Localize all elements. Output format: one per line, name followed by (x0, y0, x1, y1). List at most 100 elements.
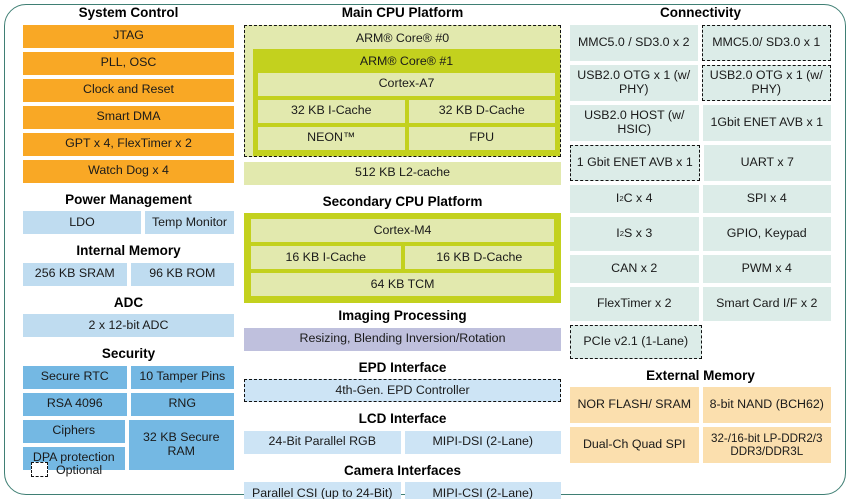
dashed-square-icon (31, 462, 48, 477)
imaging-row: Resizing, Blending Inversion/Rotation (244, 327, 561, 351)
block-usb-otg-optional[interactable]: USB2.0 OTG x 1 (w/ PHY) (701, 64, 831, 101)
block-imaging-processing[interactable]: Resizing, Blending Inversion/Rotation (244, 327, 561, 351)
connectivity-title: Connectivity (659, 5, 741, 20)
arm-core-0-container[interactable]: ARM® Core® #0 ARM® Core® #1 Cortex-A7 32… (244, 24, 561, 157)
block-dpa-protection[interactable]: DPA protection (23, 446, 125, 470)
block-m4-dcache[interactable]: 16 KB D-Cache (404, 246, 554, 269)
security-row-2: RSA 4096 RNG (23, 392, 234, 416)
block-mmc-sd-x1-optional[interactable]: MMC5.0/ SD3.0 x 1 (701, 24, 831, 61)
security-title: Security (101, 346, 156, 361)
block-smart-card[interactable]: Smart Card I/F x 2 (702, 286, 831, 321)
block-adc[interactable]: 2 x 12-bit ADC (23, 314, 234, 337)
cortex-m4-row: Cortex-M4 (251, 219, 554, 242)
connectivity-spacer (706, 325, 832, 359)
system-control-row-dma: Smart DMA (23, 105, 234, 129)
connectivity-row-mmc: MMC5.0 / SD3.0 x 2 MMC5.0/ SD3.0 x 1 (570, 24, 831, 61)
internal-memory-row: 256 KB SRAM 96 KB ROM (23, 262, 234, 286)
block-mipi-csi[interactable]: MIPI-CSI (2-Lane) (404, 482, 561, 499)
block-parallel-rgb[interactable]: 24-Bit Parallel RGB (244, 430, 401, 454)
system-control-row-wdog: Watch Dog x 4 (23, 159, 234, 183)
block-spi[interactable]: SPI x 4 (702, 184, 831, 213)
block-fpu[interactable]: FPU (408, 126, 555, 150)
block-a7-icache[interactable]: 32 KB I-Cache (258, 99, 405, 123)
block-nand[interactable]: 8-bit NAND (BCH62) (702, 387, 831, 423)
block-l2-cache[interactable]: 512 KB L2-cache (244, 161, 561, 185)
security-row-1: Secure RTC 10 Tamper Pins (23, 365, 234, 389)
block-gpt-flextimer[interactable]: GPT x 4, FlexTimer x 2 (23, 132, 234, 156)
block-pwm[interactable]: PWM x 4 (702, 254, 831, 283)
tcm-row: 64 KB TCM (251, 273, 554, 296)
block-rom[interactable]: 96 KB ROM (130, 262, 234, 286)
block-jtag[interactable]: JTAG (23, 24, 234, 48)
block-secure-ram[interactable]: 32 KB Secure RAM (128, 419, 234, 470)
block-tcm[interactable]: 64 KB TCM (251, 273, 554, 296)
block-can[interactable]: CAN x 2 (570, 254, 699, 283)
power-management-title: Power Management (65, 191, 192, 207)
block-enet-avb-optional[interactable]: 1 Gbit ENET AVB x 1 (570, 144, 700, 181)
camera-row: Parallel CSI (up to 24-Bit) MIPI-CSI (2-… (244, 482, 561, 499)
block-clock-and-reset[interactable]: Clock and Reset (23, 78, 234, 102)
l2-cache-row: 512 KB L2-cache (244, 161, 561, 185)
block-pcie-optional[interactable]: PCIe v2.1 (1-Lane) (570, 324, 702, 359)
block-cortex-m4[interactable]: Cortex-M4 (251, 219, 554, 242)
power-management-row: LDO Temp Monitor (23, 211, 234, 234)
block-epd-controller[interactable]: 4th-Gen. EPD Controller (244, 379, 561, 402)
block-rsa-4096[interactable]: RSA 4096 (23, 392, 127, 416)
arm-core-1-label: ARM® Core® #1 (359, 53, 454, 68)
block-temp-monitor[interactable]: Temp Monitor (145, 211, 234, 234)
security-left-stack: Ciphers DPA protection (23, 419, 125, 470)
main-cpu-title: Main CPU Platform (341, 5, 464, 20)
system-control-row-pll: PLL, OSC (23, 51, 234, 75)
block-neon[interactable]: NEON™ (258, 126, 405, 150)
lcd-title: LCD Interface (358, 411, 447, 426)
arm-core-1-container[interactable]: ARM® Core® #1 Cortex-A7 32 KB I-Cache 32… (253, 48, 560, 156)
legend: Optional (31, 462, 102, 477)
block-mmc-sd-x2[interactable]: MMC5.0 / SD3.0 x 2 (570, 24, 698, 61)
block-mipi-dsi[interactable]: MIPI-DSI (2-Lane) (404, 430, 561, 454)
block-rng[interactable]: RNG (130, 392, 234, 416)
block-ciphers[interactable]: Ciphers (23, 419, 125, 443)
block-flextimer[interactable]: FlexTimer x 2 (570, 286, 699, 321)
right-column: Connectivity MMC5.0 / SD3.0 x 2 MMC5.0/ … (570, 0, 831, 467)
block-pll-osc[interactable]: PLL, OSC (23, 51, 234, 75)
block-gpio-keypad[interactable]: GPIO, Keypad (702, 216, 831, 251)
block-nor-flash-sram[interactable]: NOR FLASH/ SRAM (570, 387, 699, 423)
block-ddr[interactable]: 32-/16-bit LP-DDR2/3 DDR3/DDR3L (702, 427, 831, 463)
adc-row: 2 x 12-bit ADC (23, 314, 234, 337)
block-a7-dcache[interactable]: 32 KB D-Cache (408, 99, 555, 123)
block-cortex-a7[interactable]: Cortex-A7 (258, 72, 555, 96)
block-smart-dma[interactable]: Smart DMA (23, 105, 234, 129)
m4-cache-row: 16 KB I-Cache 16 KB D-Cache (251, 246, 554, 269)
block-m4-icache[interactable]: 16 KB I-Cache (251, 246, 401, 269)
external-memory-row-2: Dual-Ch Quad SPI 32-/16-bit LP-DDR2/3 DD… (570, 427, 831, 463)
block-parallel-csi[interactable]: Parallel CSI (up to 24-Bit) (244, 482, 401, 499)
system-control-row-jtag: JTAG (23, 24, 234, 48)
block-watch-dog[interactable]: Watch Dog x 4 (23, 159, 234, 183)
block-sram[interactable]: 256 KB SRAM (23, 262, 127, 286)
secondary-cpu-container[interactable]: Cortex-M4 16 KB I-Cache 16 KB D-Cache 64… (244, 213, 561, 303)
block-secure-rtc[interactable]: Secure RTC (23, 365, 127, 389)
left-column: System Control JTAG PLL, OSC Clock and R… (23, 0, 234, 474)
neon-fpu-row: NEON™ FPU (258, 126, 555, 150)
block-uart[interactable]: UART x 7 (703, 144, 831, 181)
block-ldo[interactable]: LDO (23, 211, 141, 234)
external-memory-title: External Memory (646, 367, 755, 383)
internal-memory-title: Internal Memory (76, 243, 181, 258)
block-usb-otg[interactable]: USB2.0 OTG x 1 (w/ PHY) (570, 64, 698, 101)
secondary-cpu-title: Secondary CPU Platform (322, 193, 483, 209)
block-quad-spi[interactable]: Dual-Ch Quad SPI (570, 427, 699, 463)
connectivity-row-flextimer-smartcard: FlexTimer x 2 Smart Card I/F x 2 (570, 286, 831, 321)
epd-row: 4th-Gen. EPD Controller (244, 379, 561, 402)
epd-title: EPD Interface (358, 359, 447, 375)
imaging-title: Imaging Processing (338, 308, 467, 323)
external-memory-row-1: NOR FLASH/ SRAM 8-bit NAND (BCH62) (570, 387, 831, 423)
block-usb-host[interactable]: USB2.0 HOST (w/ HSIC) (570, 104, 699, 141)
legend-label: Optional (56, 462, 103, 477)
block-tamper-pins[interactable]: 10 Tamper Pins (130, 365, 234, 389)
cortex-a7-row: Cortex-A7 (258, 72, 555, 96)
arm-core-0-label: ARM® Core® #0 (355, 30, 450, 45)
block-enet-avb[interactable]: 1Gbit ENET AVB x 1 (702, 104, 831, 141)
